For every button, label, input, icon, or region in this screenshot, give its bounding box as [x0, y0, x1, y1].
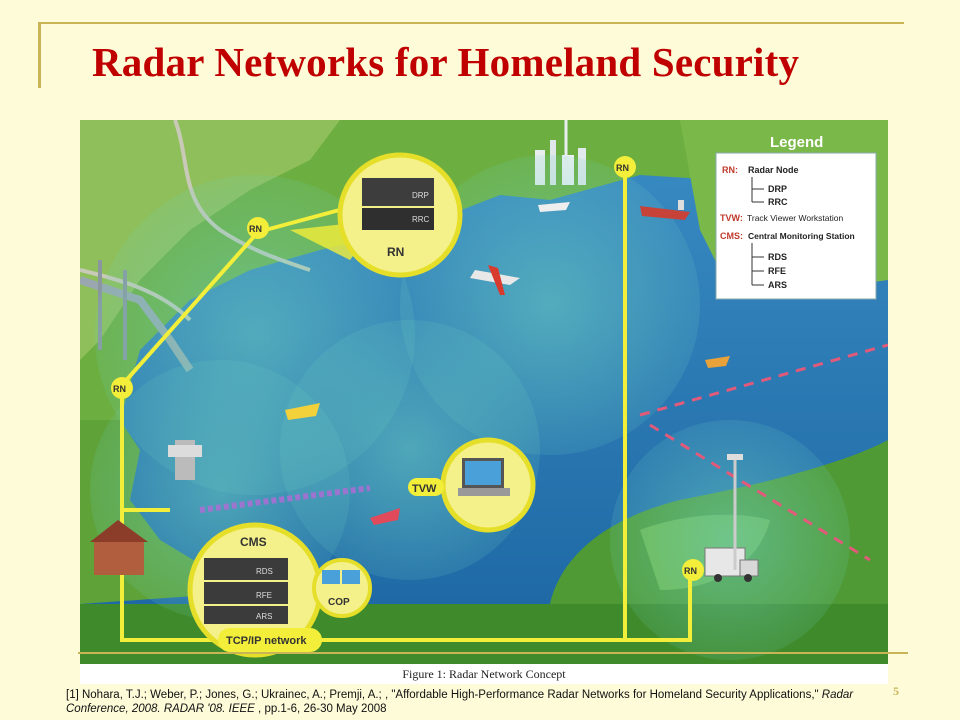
- rrc-label: RRC: [412, 215, 430, 224]
- cms-callout: RDS RFE ARS CMS: [187, 522, 323, 658]
- rfe-label: RFE: [256, 591, 272, 600]
- radar-truck: [704, 547, 759, 582]
- figure-caption: Figure 1: Radar Network Concept: [80, 664, 888, 684]
- legend-title: Legend: [770, 134, 823, 151]
- cop-callout: COP: [312, 558, 372, 618]
- frame-left-bar: [38, 22, 41, 88]
- tvw-label: TVW: [412, 483, 437, 495]
- rn-node-badge: RN: [614, 156, 636, 178]
- slide-title: Radar Networks for Homeland Security: [92, 39, 800, 85]
- tcp-ip-network-badge: TCP/IP network: [218, 628, 322, 652]
- house: [90, 520, 148, 575]
- radar-antenna: [168, 445, 202, 457]
- tcp-ip-network-lines: [120, 167, 692, 642]
- radar-network-figure: DRP RRC RN TVW RDS RFE ARS CMS: [80, 120, 888, 684]
- boat: [705, 356, 730, 368]
- frame-top-rule: [38, 22, 904, 24]
- legend-rn-key: RN:: [722, 165, 738, 175]
- radar-beam: [199, 485, 371, 513]
- tvw-callout: TVW: [408, 437, 536, 533]
- page-number: 5: [893, 684, 899, 698]
- svg-text:RN: RN: [113, 384, 126, 394]
- radar-network-illustration: DRP RRC RN TVW RDS RFE ARS CMS: [80, 120, 888, 664]
- reference-journal: Radar Conference, 2008. RADAR '08. IEEE: [66, 689, 854, 715]
- tcp-ip-network-label: TCP/IP network: [226, 635, 307, 647]
- reference-citation: [1] Nohara, T.J.; Weber, P.; Jones, G.; …: [66, 688, 876, 716]
- hill-land: [80, 120, 340, 360]
- legend-rrc: RRC: [768, 197, 788, 207]
- cms-label: CMS: [240, 535, 267, 549]
- svg-text:RN: RN: [249, 224, 262, 234]
- boundary-line: [649, 423, 871, 562]
- boat: [285, 403, 320, 420]
- legend-rn-desc: Radar Node: [748, 165, 799, 175]
- legend-box: [715, 152, 877, 300]
- rn-node-badge: RN: [111, 377, 133, 399]
- ars-label: ARS: [256, 612, 272, 621]
- legend-cms-key: CMS:: [720, 231, 743, 241]
- rn-label: RN: [387, 245, 404, 259]
- radar-node-callout: DRP RRC RN: [290, 152, 463, 278]
- boat: [370, 508, 400, 525]
- legend-ars: ARS: [768, 280, 787, 290]
- svg-text:RN: RN: [684, 566, 697, 576]
- legend-cms-desc: Central Monitoring Station: [748, 231, 855, 241]
- frame-bottom-rule: [78, 652, 908, 654]
- rn-node-badge: RN: [682, 559, 704, 581]
- small-airplane: [538, 202, 570, 212]
- legend: Legend RN: Radar Node DRP RRC TVW: Track…: [715, 134, 877, 300]
- reference-pages: , pp.1-6, 26-30 May 2008: [254, 703, 387, 715]
- boundary-line: [639, 343, 888, 417]
- airplane: [470, 265, 520, 295]
- radar-coverage: [610, 420, 850, 660]
- rn-node-badge: RN: [247, 217, 269, 239]
- drp-label: DRP: [412, 191, 429, 200]
- legend-tvw-desc: Track Viewer Workstation: [747, 213, 843, 223]
- legend-tvw-key: TVW:: [720, 213, 743, 223]
- legend-rds: RDS: [768, 252, 787, 262]
- radar-tower: [727, 454, 743, 570]
- cop-label: COP: [328, 597, 350, 608]
- svg-text:RN: RN: [616, 163, 629, 173]
- legend-drp: DRP: [768, 184, 787, 194]
- rds-label: RDS: [256, 567, 273, 576]
- ship: [640, 200, 690, 220]
- reference-authors: [1] Nohara, T.J.; Weber, P.; Jones, G.; …: [66, 689, 822, 701]
- legend-rfe: RFE: [768, 266, 786, 276]
